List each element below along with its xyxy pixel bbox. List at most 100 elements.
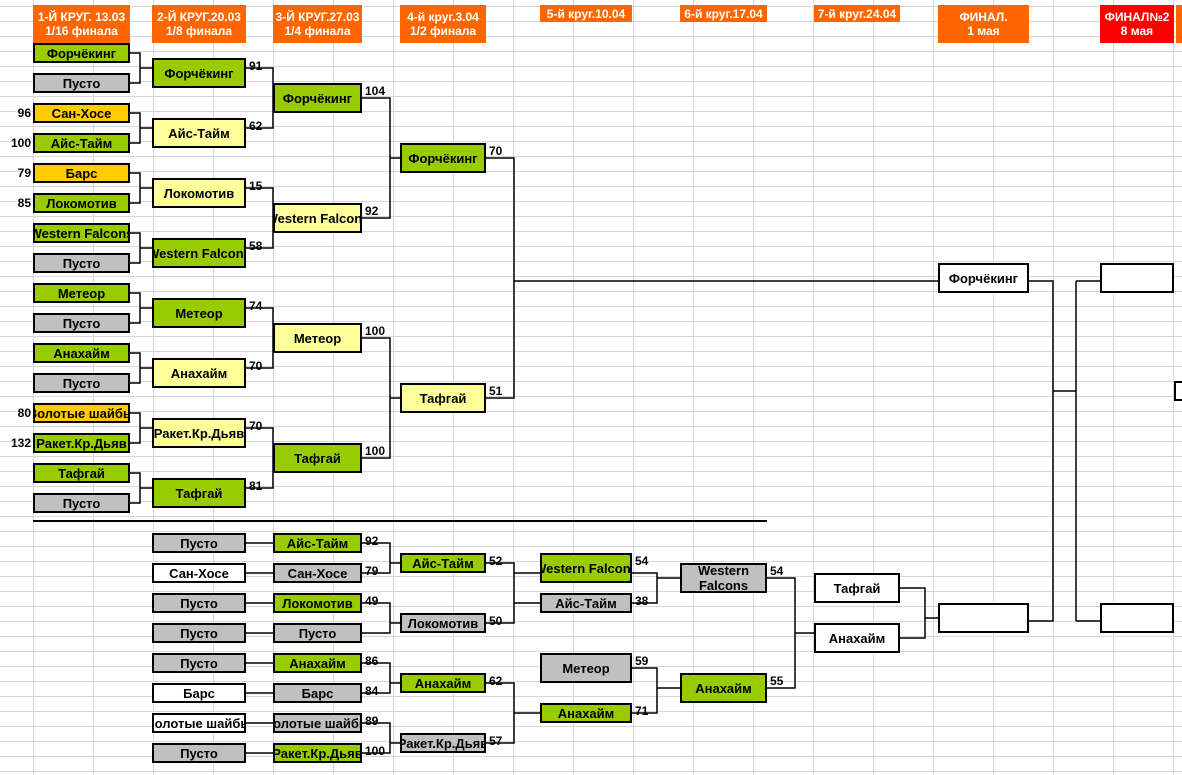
score-label: 52: [489, 554, 503, 568]
team-box[interactable]: Анахайм: [400, 673, 486, 693]
team-box[interactable]: Сан-Хосе: [152, 563, 246, 583]
score-label: 92: [365, 534, 379, 548]
score-label: 84: [365, 684, 379, 698]
team-box[interactable]: Пусто: [152, 743, 246, 763]
team-box[interactable]: Тафгай: [273, 443, 362, 473]
score-label: 62: [489, 674, 503, 688]
team-box[interactable]: Локомотив: [152, 178, 246, 208]
team-box[interactable]: Барс: [33, 163, 130, 183]
score-label: 100: [10, 136, 31, 150]
team-box[interactable]: Ракет.Кр.Дьяв: [33, 433, 130, 453]
team-box[interactable]: Форчёкинг: [938, 263, 1029, 293]
score-label: 59: [635, 654, 649, 668]
team-box[interactable]: Пусто: [33, 373, 130, 393]
score-label: 49: [365, 594, 379, 608]
score-label: 57: [489, 734, 503, 748]
team-box[interactable]: [938, 603, 1029, 633]
score-label: 15: [249, 179, 263, 193]
team-box[interactable]: Ракет.Кр.Дьяв: [400, 733, 486, 753]
score-label: 51: [489, 384, 503, 398]
score-label: 62: [249, 119, 263, 133]
team-box[interactable]: Тафгай: [33, 463, 130, 483]
score-label: 54: [635, 554, 649, 568]
team-box[interactable]: Ракет.Кр.Дьяв: [273, 743, 362, 763]
team-box[interactable]: Метеор: [540, 653, 632, 683]
team-box[interactable]: Форчёкинг: [152, 58, 246, 88]
score-label: 85: [17, 196, 31, 210]
team-box[interactable]: Ракет.Кр.Дьяв: [152, 418, 246, 448]
team-box[interactable]: Сан-Хосе: [273, 563, 362, 583]
team-box[interactable]: Метеор: [273, 323, 362, 353]
header-final: ФИНАЛ.1 мая: [938, 5, 1029, 43]
team-box-partial: [1174, 381, 1182, 401]
score-label: 132: [10, 436, 31, 450]
team-box[interactable]: Western Falcons: [540, 553, 632, 583]
team-box[interactable]: Барс: [273, 683, 362, 703]
score-label: 81: [249, 479, 263, 493]
score-label: 91: [249, 59, 263, 73]
team-box[interactable]: Золотые шайбы: [33, 403, 130, 423]
team-box[interactable]: Тафгай: [814, 573, 900, 603]
team-box[interactable]: Локомотив: [273, 593, 362, 613]
team-box[interactable]: Пусто: [273, 623, 362, 643]
team-box[interactable]: Форчёкинг: [33, 43, 130, 63]
team-box[interactable]: Пусто: [33, 493, 130, 513]
score-label: 79: [365, 564, 379, 578]
score-label: 50: [489, 614, 503, 628]
header-extra-cell: [1176, 5, 1182, 43]
score-label: 100: [365, 324, 386, 338]
team-box[interactable]: Анахайм: [814, 623, 900, 653]
team-box[interactable]: Айс-Тайм: [400, 553, 486, 573]
team-box[interactable]: Форчёкинг: [273, 83, 362, 113]
team-box[interactable]: Тафгай: [152, 478, 246, 508]
score-label: 79: [17, 166, 31, 180]
team-box[interactable]: Western Falcons: [680, 563, 767, 593]
score-label: 70: [249, 359, 263, 373]
team-box[interactable]: Пусто: [33, 73, 130, 93]
team-box[interactable]: Айс-Тайм: [33, 133, 130, 153]
team-box[interactable]: Золотые шайбы: [152, 713, 246, 733]
team-box[interactable]: Айс-Тайм: [152, 118, 246, 148]
score-label: 55: [770, 674, 784, 688]
score-label: 54: [770, 564, 784, 578]
team-box[interactable]: Анахайм: [273, 653, 362, 673]
team-box[interactable]: Пусто: [152, 623, 246, 643]
team-box[interactable]: Пусто: [152, 653, 246, 673]
score-label: 80: [17, 406, 31, 420]
team-box[interactable]: Пусто: [152, 593, 246, 613]
score-label: 38: [635, 594, 649, 608]
team-box[interactable]: Сан-Хосе: [33, 103, 130, 123]
team-box[interactable]: Локомотив: [400, 613, 486, 633]
team-box[interactable]: Метеор: [33, 283, 130, 303]
team-box[interactable]: Анахайм: [152, 358, 246, 388]
score-label: 74: [249, 299, 263, 313]
team-box[interactable]: Анахайм: [33, 343, 130, 363]
team-box[interactable]: Western Falcons: [33, 223, 130, 243]
header-round-5: 5-й круг.10.04: [540, 5, 632, 22]
team-box[interactable]: Анахайм: [540, 703, 632, 723]
team-box[interactable]: Western Falcons: [273, 203, 362, 233]
team-box[interactable]: Анахайм: [680, 673, 767, 703]
team-box[interactable]: Western Falcons: [152, 238, 246, 268]
team-box[interactable]: Пусто: [33, 253, 130, 273]
team-box[interactable]: Пусто: [33, 313, 130, 333]
team-box[interactable]: Локомотив: [33, 193, 130, 213]
score-label: 71: [635, 704, 649, 718]
team-box[interactable]: Айс-Тайм: [540, 593, 632, 613]
team-box[interactable]: Барс: [152, 683, 246, 703]
team-box[interactable]: Метеор: [152, 298, 246, 328]
team-box[interactable]: [1100, 603, 1174, 633]
score-label: 100: [365, 744, 386, 758]
header-round-7: 7-й круг.24.04: [814, 5, 900, 22]
team-box[interactable]: Золотые шайбы: [273, 713, 362, 733]
score-label: 70: [489, 144, 503, 158]
team-box[interactable]: Тафгай: [400, 383, 486, 413]
team-box[interactable]: [1100, 263, 1174, 293]
team-box[interactable]: Айс-Тайм: [273, 533, 362, 553]
team-box[interactable]: Пусто: [152, 533, 246, 553]
team-box[interactable]: Форчёкинг: [400, 143, 486, 173]
